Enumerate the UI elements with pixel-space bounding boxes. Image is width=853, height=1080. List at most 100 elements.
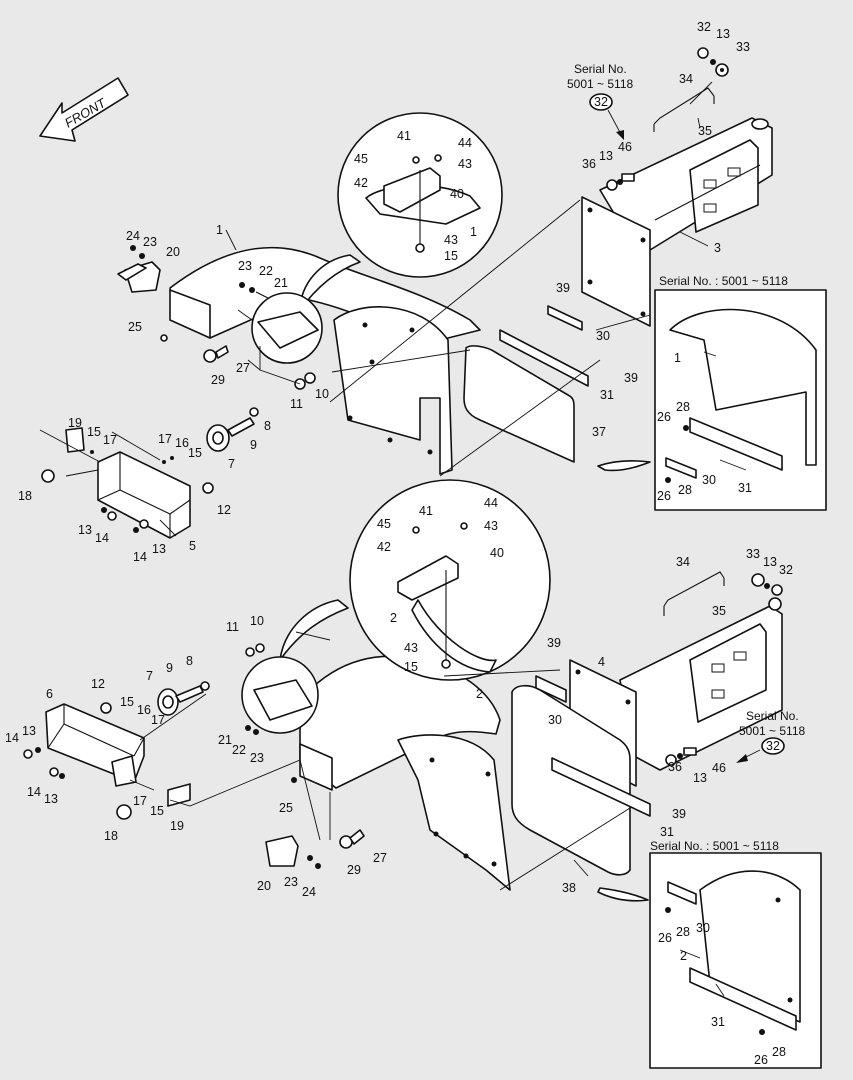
part-number-10: 10: [315, 387, 329, 401]
bracket-part-4: [619, 597, 783, 771]
front-arrow-icon: FRONT: [39, 77, 129, 142]
part-number-22: 22: [259, 264, 273, 278]
part-number-13: 13: [152, 542, 166, 556]
serial-label-bottom-2: 5001 ~ 5118: [739, 724, 806, 738]
serial-label-top-1: Serial No.: [574, 62, 627, 76]
inset-box-lower: [649, 852, 822, 1069]
zoom-pointer-lower: [279, 599, 349, 661]
part-number-43: 43: [458, 157, 472, 171]
part-number-24: 24: [126, 229, 140, 243]
zoom-detail-lower: [349, 479, 551, 681]
part-number-19: 19: [68, 416, 82, 430]
part-number-15: 15: [120, 695, 134, 709]
part-number-39: 39: [556, 281, 570, 295]
zoom-detail-upper: [337, 112, 503, 278]
part-number-2: 2: [476, 687, 483, 701]
callout-bubble-top-text: 32: [594, 95, 608, 109]
part-number-37: 37: [592, 425, 606, 439]
part-number-36: 36: [582, 157, 596, 171]
part-number-11: 11: [226, 620, 239, 634]
part-number-1: 1: [216, 223, 223, 237]
part-number-2: 2: [390, 611, 397, 625]
part-number-18: 18: [18, 489, 32, 503]
part-number-30: 30: [702, 473, 716, 487]
serial-inset-bottom-title: Serial No. : 5001 ~ 5118: [650, 839, 779, 853]
part-number-15: 15: [188, 446, 202, 460]
mount-plate: [581, 196, 651, 327]
part-number-30: 30: [548, 713, 562, 727]
part-number-33: 33: [746, 547, 760, 561]
callout-bubble-bottom-text: 32: [766, 739, 780, 753]
part-number-23: 23: [250, 751, 264, 765]
roller-part-7-lower: [157, 681, 210, 716]
part-number-28: 28: [772, 1045, 786, 1059]
part-number-17: 17: [133, 794, 147, 808]
part-number-3: 3: [714, 241, 721, 255]
inset-box-upper: [654, 289, 827, 511]
part-number-43: 43: [444, 233, 458, 247]
serial-callouts: Serial No. 5001 ~ 5118 32 Serial No. : 5…: [567, 62, 806, 853]
part-number-14: 14: [27, 785, 41, 799]
part-number-31: 31: [600, 388, 614, 402]
part-number-21: 21: [274, 276, 288, 290]
part-number-7: 7: [228, 457, 235, 471]
part-number-29: 29: [211, 373, 225, 387]
part-number-35: 35: [698, 124, 712, 138]
part-number-34: 34: [679, 72, 693, 86]
part-number-27: 27: [236, 361, 250, 375]
part-number-13: 13: [763, 555, 777, 569]
part-number-33: 33: [736, 40, 750, 54]
part-number-9: 9: [250, 438, 257, 452]
part-number-23: 23: [284, 875, 298, 889]
part-number-44: 44: [458, 136, 472, 150]
part-number-32: 32: [779, 563, 793, 577]
part-number-25: 25: [279, 801, 293, 815]
part-number-labels: 32 13 33 34 35 46 13 36 3 41 44 45 43 42…: [5, 20, 793, 1067]
part-number-39: 39: [624, 371, 638, 385]
bracket-part-3: [599, 117, 773, 251]
part-number-35: 35: [712, 604, 726, 618]
part-number-26: 26: [657, 410, 671, 424]
part-number-16: 16: [175, 436, 189, 450]
part-number-32: 32: [697, 20, 711, 34]
part-number-29: 29: [347, 863, 361, 877]
part-number-13: 13: [599, 149, 613, 163]
part-number-13: 13: [22, 724, 36, 738]
part-number-30: 30: [696, 921, 710, 935]
part-number-25: 25: [128, 320, 142, 334]
mudflap-part-37: [463, 345, 575, 463]
part-number-26: 26: [657, 489, 671, 503]
part-number-11: 11: [290, 397, 303, 411]
part-number-41: 41: [419, 504, 433, 518]
part-number-6: 6: [46, 687, 53, 701]
part-number-38: 38: [562, 881, 576, 895]
part-number-1: 1: [674, 351, 681, 365]
part-number-21: 21: [218, 733, 232, 747]
part-number-40: 40: [490, 546, 504, 560]
part-number-41: 41: [397, 129, 411, 143]
part-number-15: 15: [404, 660, 418, 674]
part-number-28: 28: [676, 400, 690, 414]
part-number-40: 40: [450, 187, 464, 201]
part-number-7: 7: [146, 669, 153, 683]
part-number-9: 9: [166, 661, 173, 675]
part-number-45: 45: [377, 517, 391, 531]
leader-lines: [39, 81, 747, 997]
upper-assembly: [41, 47, 827, 539]
part-number-17: 17: [103, 433, 117, 447]
part-number-28: 28: [678, 483, 692, 497]
part-number-42: 42: [354, 176, 368, 190]
part-number-18: 18: [104, 829, 118, 843]
serial-label-bottom-1: Serial No.: [746, 709, 799, 723]
part-number-19: 19: [170, 819, 184, 833]
part-number-31: 31: [660, 825, 674, 839]
part-number-14: 14: [133, 550, 147, 564]
part-number-23: 23: [238, 259, 252, 273]
part-number-31: 31: [738, 481, 752, 495]
serial-label-top-2: 5001 ~ 5118: [567, 77, 634, 91]
part-number-8: 8: [186, 654, 193, 668]
part-number-10: 10: [250, 614, 264, 628]
fender-part-2: [299, 655, 511, 891]
part-number-24: 24: [302, 885, 316, 899]
part-number-26: 26: [754, 1053, 768, 1067]
